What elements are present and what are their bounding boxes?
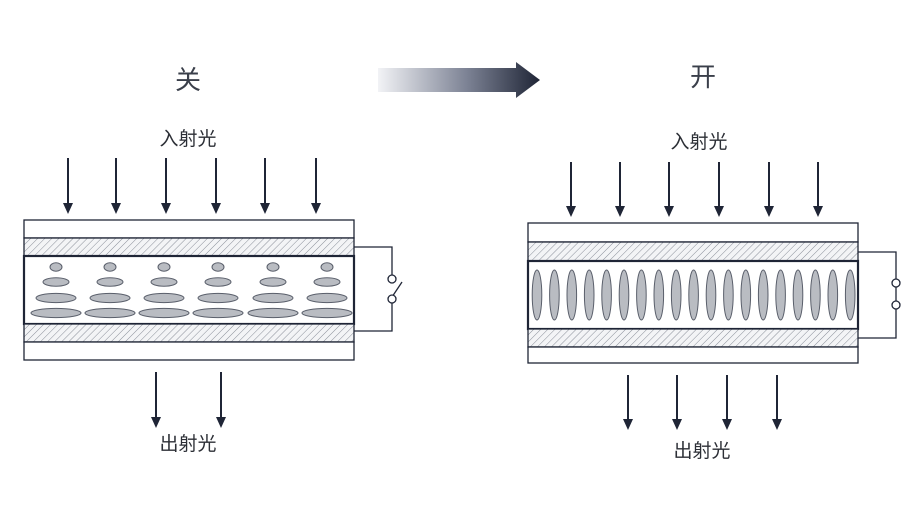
- down-arrow-icon: [566, 162, 576, 217]
- liquid-crystal-molecule: [531, 269, 543, 321]
- liquid-crystal-molecule: [197, 292, 239, 304]
- liquid-crystal-molecule: [301, 307, 353, 319]
- down-arrow-icon: [714, 162, 724, 217]
- liquid-crystal-molecule: [306, 292, 348, 304]
- switch-closed-icon: [891, 278, 901, 288]
- down-arrow-icon: [151, 372, 161, 428]
- liquid-crystal-molecule: [827, 269, 839, 321]
- off-panel: 入射光 出射光: [22, 128, 403, 455]
- off-liquid-crystal-molecules: [30, 262, 353, 319]
- liquid-crystal-molecule: [150, 277, 178, 287]
- off-emergent-arrows: [151, 372, 226, 428]
- liquid-crystal-molecule: [247, 307, 299, 319]
- off-bottom-polarizer: [23, 323, 355, 343]
- liquid-crystal-molecule: [670, 269, 682, 321]
- liquid-crystal-molecule: [84, 307, 136, 319]
- down-arrow-icon: [672, 375, 682, 430]
- liquid-crystal-molecule: [35, 292, 77, 304]
- liquid-crystal-molecule: [313, 277, 341, 287]
- on-bottom-polarizer: [527, 328, 859, 348]
- down-arrow-icon: [161, 158, 171, 214]
- on-switch-terminal-bottom: [891, 300, 901, 310]
- down-arrow-icon: [764, 162, 774, 217]
- down-arrow-icon: [63, 158, 73, 214]
- off-top-polarizer: [23, 237, 355, 257]
- liquid-crystal-molecule: [204, 277, 232, 287]
- off-switch-terminal-bottom: [387, 294, 397, 304]
- on-top-glass: [527, 222, 859, 243]
- on-incident-arrows: [566, 162, 823, 217]
- liquid-crystal-molecule: [601, 269, 612, 321]
- off-incident-light-label: 入射光: [159, 128, 216, 150]
- liquid-crystal-molecule: [705, 269, 717, 321]
- switch-open-icon: [391, 281, 403, 298]
- off-top-glass: [23, 219, 355, 239]
- off-state-label: 关: [175, 66, 201, 96]
- liquid-crystal-molecule: [49, 262, 63, 272]
- liquid-crystal-molecule: [636, 269, 647, 321]
- on-state-label: 开: [690, 63, 716, 93]
- off-emergent-light-label: 出射光: [159, 433, 216, 455]
- down-arrow-icon: [216, 372, 226, 428]
- on-emergent-light-label: 出射光: [673, 440, 730, 462]
- down-arrow-icon: [111, 158, 121, 214]
- liquid-crystal-molecule: [320, 262, 334, 272]
- down-arrow-icon: [772, 375, 782, 430]
- liquid-crystal-molecule: [757, 269, 769, 321]
- on-circuit-wire: [858, 251, 897, 339]
- liquid-crystal-molecule: [844, 269, 856, 321]
- right-arrow-icon: [378, 62, 540, 98]
- liquid-crystal-molecule: [740, 269, 752, 321]
- liquid-crystal-molecule: [252, 292, 294, 304]
- down-arrow-icon: [615, 162, 625, 217]
- down-arrow-icon: [813, 162, 823, 217]
- liquid-crystal-molecule: [618, 269, 630, 321]
- on-incident-light-label: 入射光: [670, 131, 727, 153]
- liquid-crystal-molecule: [42, 277, 70, 287]
- off-incident-arrows: [63, 158, 321, 214]
- liquid-crystal-molecule: [688, 269, 699, 321]
- liquid-crystal-molecule: [549, 269, 560, 321]
- off-circuit-wire: [354, 246, 393, 332]
- liquid-crystal-molecule: [653, 269, 665, 321]
- down-arrow-icon: [260, 158, 270, 214]
- liquid-crystal-molecule: [138, 307, 190, 319]
- liquid-crystal-molecule: [775, 269, 786, 321]
- on-liquid-crystal-molecules: [531, 269, 856, 321]
- liquid-crystal-molecule: [566, 269, 578, 321]
- off-switch-terminal-top: [387, 274, 397, 284]
- on-emergent-arrows: [623, 375, 782, 430]
- liquid-crystal-molecule: [103, 262, 117, 272]
- liquid-crystal-molecule: [583, 269, 595, 321]
- liquid-crystal-molecule: [30, 307, 82, 319]
- liquid-crystal-molecule: [89, 292, 131, 304]
- liquid-crystal-molecule: [259, 277, 287, 287]
- down-arrow-icon: [211, 158, 221, 214]
- liquid-crystal-molecule: [810, 269, 821, 321]
- liquid-crystal-molecule: [723, 269, 734, 321]
- off-bottom-glass: [23, 341, 355, 361]
- liquid-crystal-molecule: [157, 262, 171, 272]
- on-panel: 入射光 出射光: [526, 131, 901, 462]
- on-top-polarizer: [527, 241, 859, 262]
- liquid-crystal-molecule: [792, 269, 804, 321]
- liquid-crystal-molecule: [96, 277, 124, 287]
- down-arrow-icon: [664, 162, 674, 217]
- on-bottom-glass: [527, 346, 859, 364]
- liquid-crystal-molecule: [266, 262, 280, 272]
- down-arrow-icon: [311, 158, 321, 214]
- down-arrow-icon: [623, 375, 633, 430]
- down-arrow-icon: [722, 375, 732, 430]
- liquid-crystal-molecule: [211, 262, 225, 272]
- liquid-crystal-molecule: [143, 292, 185, 304]
- liquid-crystal-molecule: [192, 307, 244, 319]
